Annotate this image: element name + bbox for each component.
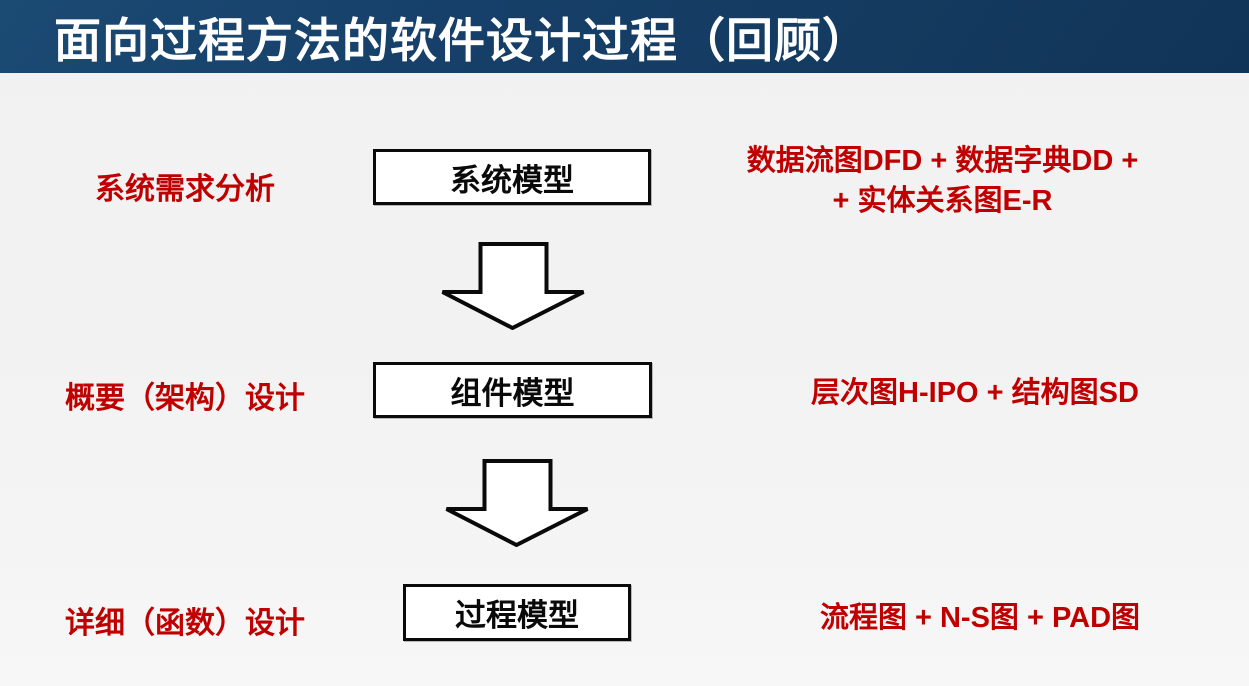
title-bar: 面向过程方法的软件设计过程（回顾）	[0, 0, 1249, 73]
model-box-component-label: 组件模型	[450, 375, 575, 411]
model-box-process: 过程模型	[403, 584, 631, 641]
tools-text-requirements: 数据流图DFD + 数据字典DD + + 实体关系图E-R	[650, 141, 1235, 221]
tools-text-architecture: 层次图H-IPO + 结构图SD	[700, 373, 1249, 413]
phase-label-architecture-design: 概要（架构）设计	[65, 382, 305, 415]
model-box-system-label: 系统模型	[450, 162, 574, 198]
tools-line: 层次图H-IPO + 结构图SD	[811, 377, 1139, 409]
tools-text-detailed: 流程图 + N-S图 + PAD图	[700, 598, 1249, 638]
tools-line: 流程图 + N-S图 + PAD图	[819, 602, 1141, 634]
phase-label-detailed-design: 详细（函数）设计	[65, 607, 305, 640]
tools-line: + 实体关系图E-R	[832, 185, 1053, 217]
down-arrow-icon	[445, 459, 589, 547]
model-box-system: 系统模型	[373, 149, 651, 205]
model-box-process-label: 过程模型	[455, 598, 579, 633]
phase-label-requirements-analysis: 系统需求分析	[95, 173, 275, 206]
tools-line: 数据流图DFD + 数据字典DD +	[746, 145, 1139, 177]
down-arrow-icon	[441, 242, 585, 330]
model-box-component: 组件模型	[373, 362, 652, 418]
slide-title: 面向过程方法的软件设计过程（回顾）	[54, 14, 870, 67]
